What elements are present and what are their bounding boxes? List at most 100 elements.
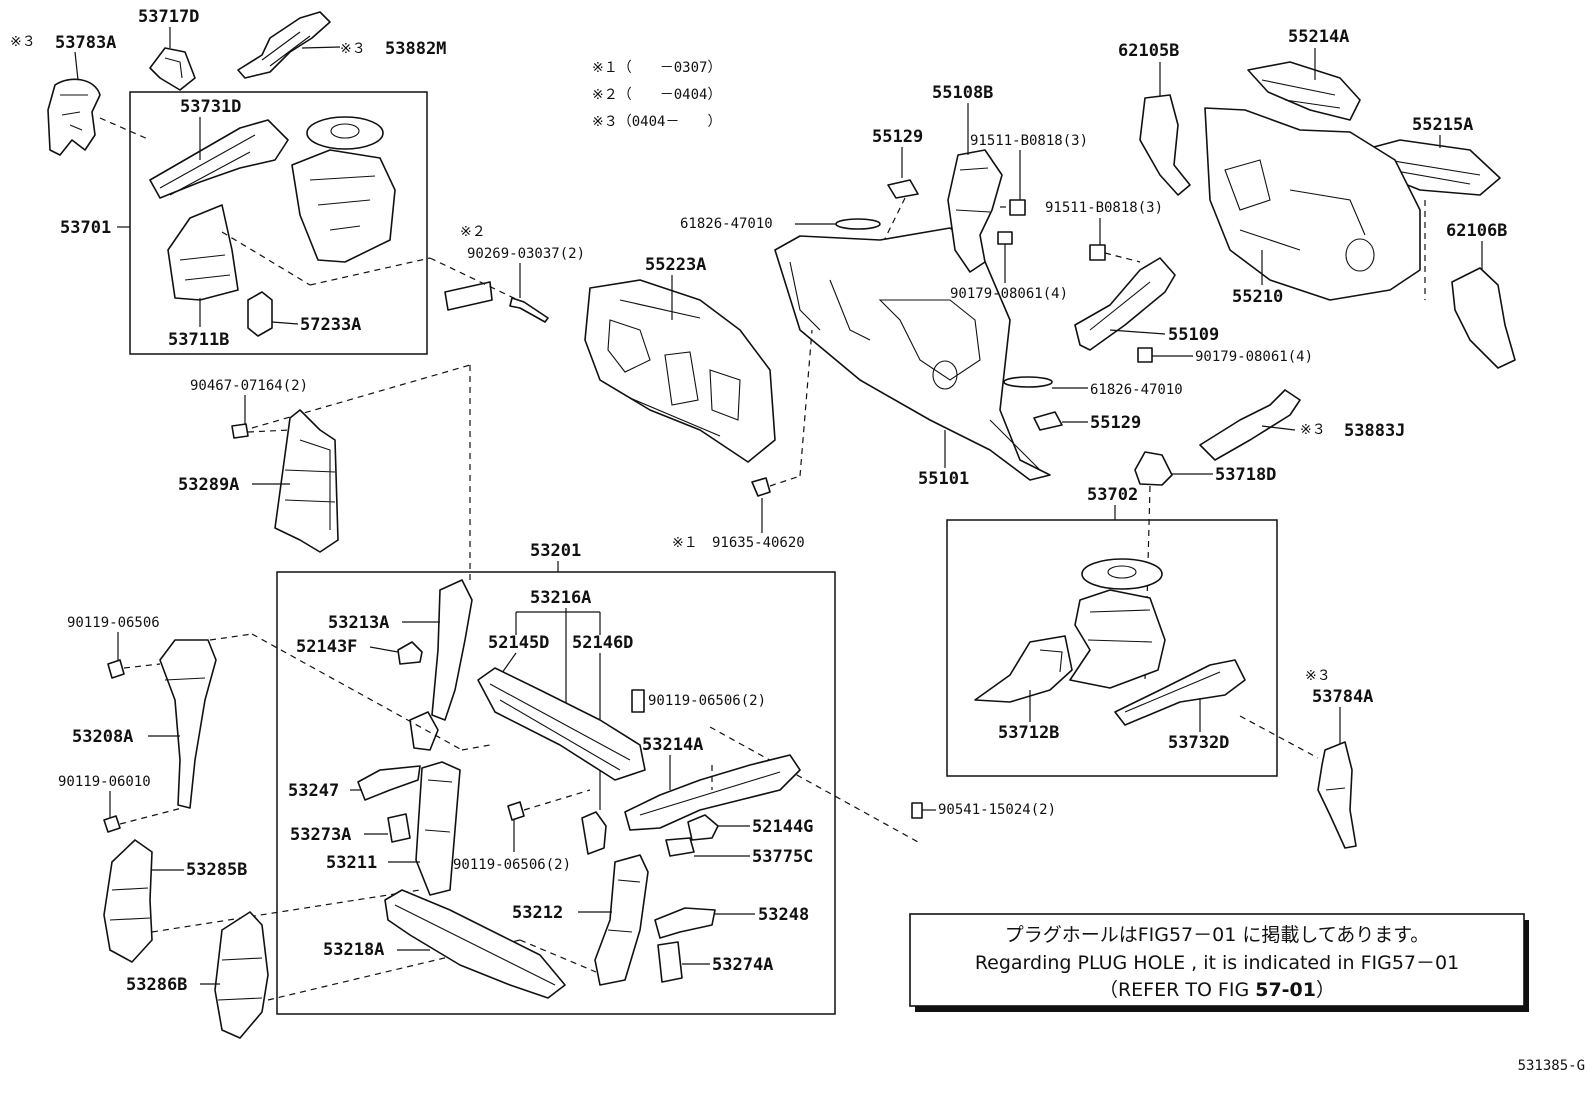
label-53783A: 53783A [55, 33, 116, 53]
label-53248: 53248 [758, 905, 809, 925]
label-55214A: 55214A [1288, 27, 1349, 47]
label-62106B: 62106B [1446, 221, 1507, 241]
part-53274A [657, 941, 683, 983]
label-55129b: 55129 [1090, 413, 1141, 433]
label-91511b: 91511-B0818(3) [1045, 200, 1163, 216]
part-screw-90119c [631, 689, 645, 713]
part-55108B [947, 149, 1003, 273]
part-52145D-bracket [409, 711, 439, 751]
part-57233A [247, 291, 273, 337]
label-91635: 91635-40620 [712, 535, 805, 551]
part-55223A [584, 279, 776, 463]
mark-3: ※３ [10, 34, 36, 50]
part-53247 [357, 765, 421, 801]
part-61826-top [835, 218, 881, 230]
label-53784A: 53784A [1312, 687, 1373, 707]
note-line-3-suffix: ） [1316, 979, 1335, 1001]
part-53289A [274, 409, 339, 553]
note-3: ※３（0404－ ） [592, 114, 721, 130]
label-90269: 90269-03037(2) [467, 246, 585, 262]
label-53289A: 53289A [178, 475, 239, 495]
note-line-2: Regarding PLUG HOLE , it is indicated in… [975, 952, 1459, 974]
part-55210 [1204, 107, 1421, 301]
part-nut-90179b [1137, 347, 1153, 363]
part-53882M [237, 11, 331, 79]
part-62106B [1451, 267, 1516, 369]
label-53214A: 53214A [642, 735, 703, 755]
part-53208A [159, 639, 217, 809]
part-53711B [167, 204, 239, 301]
label-52144G: 52144G [752, 817, 813, 837]
part-53273A [387, 813, 411, 843]
label-53286B: 53286B [126, 975, 187, 995]
note-line-3-ref: 57-01 [1255, 979, 1316, 1001]
label-61826b: 61826-47010 [1090, 382, 1183, 398]
part-bracket-52146D [581, 811, 607, 855]
part-53286B [214, 911, 269, 1039]
label-53208A: 53208A [72, 727, 133, 747]
figure-id: 531385-G [1518, 1058, 1585, 1074]
part-52143F [397, 641, 423, 665]
label-90119a: 90119-06506 [67, 615, 160, 631]
label-53717D: 53717D [138, 7, 199, 27]
label-53882M: 53882M [385, 39, 446, 59]
label-90541: 90541-15024(2) [938, 802, 1056, 818]
part-plate-90269 [444, 281, 493, 311]
part-bolt-91511a [1009, 199, 1026, 216]
label-57233A: 57233A [300, 315, 361, 335]
part-53213A [431, 579, 473, 721]
label-53883J: 53883J [1344, 421, 1405, 441]
label-90119c: 90119-06506(2) [648, 693, 766, 709]
note-line-3: （REFER TO FIG 57-01） [1099, 979, 1335, 1001]
label-53274A: 53274A [712, 955, 773, 975]
part-61826-low [1003, 376, 1053, 388]
note-box [909, 913, 1525, 1007]
part-shock-tower-left [291, 116, 396, 263]
part-53285B [103, 839, 153, 963]
mark-3d: ※３ [1305, 668, 1331, 684]
label-53285B: 53285B [186, 860, 247, 880]
label-53273A: 53273A [290, 825, 351, 845]
label-55223A: 55223A [645, 255, 706, 275]
label-90467: 90467-07164(2) [190, 378, 308, 394]
part-55214A [1247, 61, 1361, 121]
label-53731D: 53731D [180, 97, 241, 117]
part-upper-support [477, 667, 646, 781]
label-53718D: 53718D [1215, 465, 1276, 485]
label-90179a: 90179-08061(4) [950, 286, 1068, 302]
part-55109 [1074, 257, 1176, 351]
part-screw-90269 [509, 297, 549, 323]
label-53213A: 53213A [328, 613, 389, 633]
part-53211 [415, 761, 461, 896]
label-53712B: 53712B [998, 723, 1059, 743]
part-shock-tower-right [1069, 558, 1166, 689]
part-53248 [654, 907, 716, 939]
label-53701: 53701 [60, 218, 111, 238]
part-53732D [1114, 659, 1246, 726]
part-screw-91635 [751, 477, 771, 497]
label-90119d: 90119-06506(2) [453, 857, 571, 873]
label-53211: 53211 [326, 853, 377, 873]
group-box-53701 [129, 91, 428, 355]
mark-3b: ※３ [340, 41, 366, 57]
part-52144G [687, 814, 719, 841]
label-52146D: 52146D [572, 633, 633, 653]
label-62105B: 62105B [1118, 41, 1179, 61]
part-screw-90119b [103, 815, 121, 833]
group-box-53201 [276, 571, 836, 1015]
part-nut-90179a [997, 231, 1013, 245]
label-52143F: 52143F [296, 637, 357, 657]
part-53717D [149, 47, 196, 91]
label-53775C: 53775C [752, 847, 813, 867]
mark-1: ※１ [672, 535, 698, 551]
label-91511a: 91511-B0818(3) [970, 133, 1088, 149]
label-53216A: 53216A [530, 588, 591, 608]
label-53732D: 53732D [1168, 733, 1229, 753]
label-55109: 55109 [1168, 325, 1219, 345]
label-55101: 55101 [918, 469, 969, 489]
part-55101 [774, 227, 1051, 481]
part-55129-top [887, 179, 919, 199]
part-53883J [1199, 389, 1301, 461]
part-53214A [624, 754, 801, 831]
